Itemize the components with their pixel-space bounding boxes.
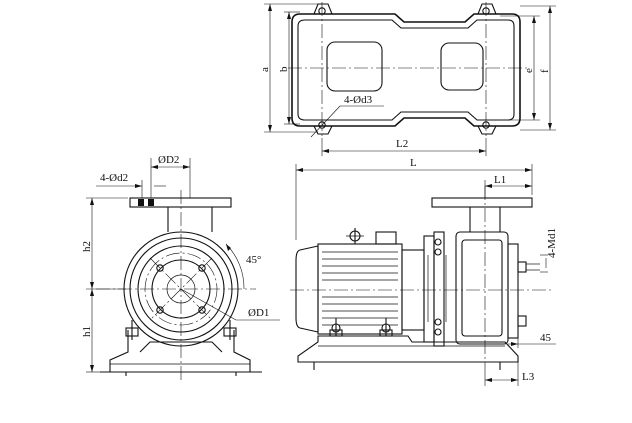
dim-label-f: f bbox=[539, 69, 551, 73]
flange-bolts-label: 4-Md1 bbox=[546, 228, 558, 258]
base-plate-outline bbox=[291, 13, 521, 127]
dim-label-h1: h1 bbox=[81, 326, 93, 337]
mount-hole bbox=[482, 7, 490, 15]
holes-label-d2: 4-Ød2 bbox=[100, 172, 128, 184]
dim-label-l3: L3 bbox=[522, 371, 535, 383]
side-view: L L1 bbox=[290, 157, 558, 386]
dim-label-b: b bbox=[278, 66, 290, 72]
dim-label-h2: h2 bbox=[81, 241, 93, 252]
discharge-flange bbox=[431, 197, 533, 208]
front-view: ØD2 4-Ød2 45° ØD1 bbox=[81, 154, 280, 380]
mount-hole bbox=[318, 121, 326, 129]
holes-label-d3: 4-Ød3 bbox=[344, 94, 373, 106]
top-view: a b e f 4-Ød3 L2 bbox=[259, 2, 556, 156]
flange-bolt-hole bbox=[156, 264, 164, 272]
mount-hole bbox=[482, 121, 490, 129]
angle-label: 45° bbox=[246, 254, 261, 266]
suction-nozzle bbox=[517, 261, 527, 273]
motor-cooling-fins bbox=[322, 251, 398, 326]
mount-hole bbox=[318, 7, 326, 15]
motor-body bbox=[295, 245, 319, 333]
pump-casing bbox=[455, 231, 509, 345]
base-window-left bbox=[326, 41, 383, 92]
flange-bolt-hole bbox=[198, 306, 206, 314]
flange-bolt-hole bbox=[198, 264, 206, 272]
dim-label-l: L bbox=[410, 157, 417, 169]
flange-bolt-hole bbox=[156, 306, 164, 314]
dim-label-l2: L2 bbox=[396, 138, 408, 150]
dim-label-d1: ØD1 bbox=[248, 307, 269, 319]
terminal-box bbox=[375, 231, 397, 245]
dim-label-d2: ØD2 bbox=[158, 154, 179, 166]
base-window-right bbox=[440, 42, 484, 91]
front-discharge-flange bbox=[129, 197, 232, 208]
dim-label-45: 45 bbox=[540, 332, 552, 344]
side-base-frame bbox=[297, 335, 519, 363]
dim-label-a: a bbox=[259, 67, 271, 72]
dim-label-e: e bbox=[523, 68, 535, 73]
base-plate-inner bbox=[297, 19, 515, 121]
dim-label-l1: L1 bbox=[494, 174, 506, 186]
